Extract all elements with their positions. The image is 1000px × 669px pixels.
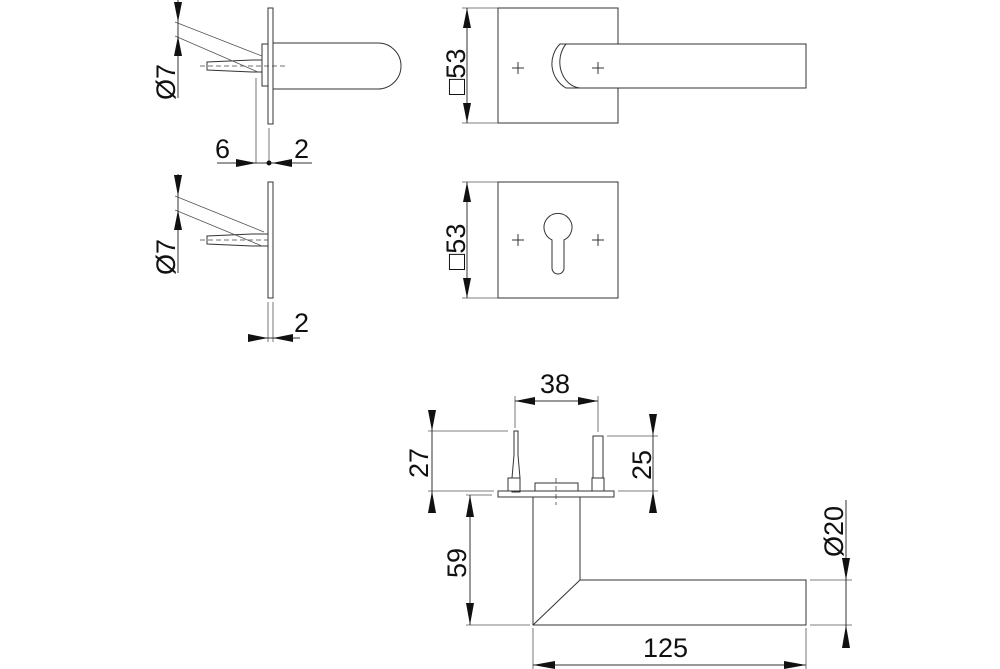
offset-2-label: 2 — [294, 134, 309, 164]
thickness-2-label: 2 — [294, 308, 309, 338]
front-view-rose: □53 — [441, 7, 807, 124]
size-53-label: □53 — [441, 49, 471, 95]
side-view-escutcheon: Ø7 2 — [151, 174, 309, 342]
front-view-escutcheon: □53 — [441, 181, 619, 299]
length-125-label: 125 — [643, 633, 688, 663]
height-27-label: 27 — [404, 448, 434, 478]
side-view-rose-lever: Ø7 6 2 — [151, 0, 402, 167]
door-plate — [267, 181, 274, 299]
size-53-label: □53 — [441, 224, 471, 270]
spindle-pin — [206, 233, 269, 247]
offset-6-label: 6 — [215, 134, 230, 164]
lever-handle — [551, 43, 807, 89]
height-59-label: 59 — [442, 548, 472, 578]
lever-side-view: 38 27 25 59 125 Ø20 — [404, 369, 852, 669]
keyhole-cutout — [543, 212, 573, 275]
height-25-label: 25 — [627, 450, 657, 480]
diameter-label: Ø7 — [151, 64, 181, 100]
pin-spacing-38-label: 38 — [540, 369, 570, 399]
screw-marks — [512, 62, 604, 74]
lever-body — [532, 496, 807, 626]
diameter-20-label: Ø20 — [819, 506, 849, 557]
lever-handle — [272, 42, 402, 90]
diameter-label: Ø7 — [151, 239, 181, 275]
rose-base — [261, 43, 269, 87]
pin-right — [592, 435, 604, 481]
